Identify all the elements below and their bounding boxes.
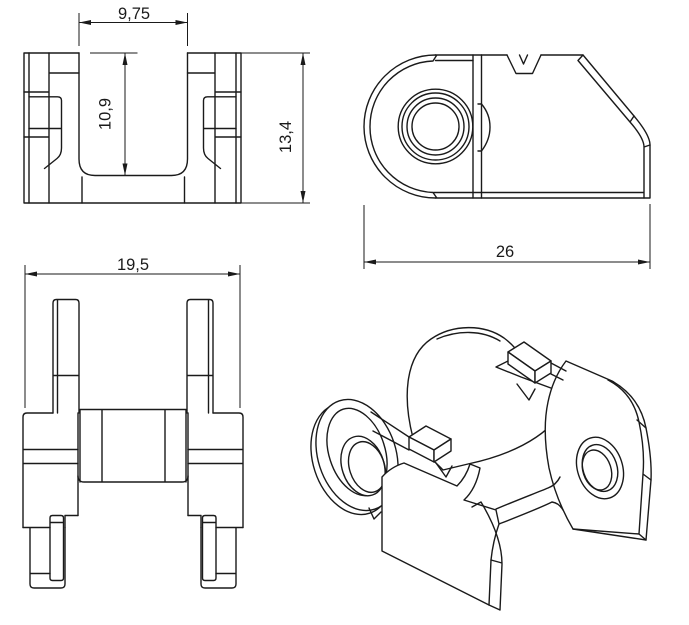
bore-circle-hole <box>411 102 460 151</box>
front-right-latch <box>202 96 237 170</box>
dim-slot-depth-label: 10,9 <box>97 98 115 130</box>
top-left-step <box>64 514 79 529</box>
iso-front-snap-tab <box>408 425 453 478</box>
dimension-height: 13,4 <box>241 52 310 204</box>
side-lobe-inner-arc <box>369 54 438 199</box>
bore-circle-ring <box>401 92 470 161</box>
top-right-tab <box>201 514 217 582</box>
iso-back-snap-tab <box>507 341 567 401</box>
top-left-flange <box>22 412 79 529</box>
top-right-prong <box>186 298 214 414</box>
iso-back-plate-edge-line <box>436 331 501 342</box>
dim-slot-width-label: 9,75 <box>118 5 150 23</box>
dimension-slot-depth: 10,9 <box>90 52 138 176</box>
top-leg-edges <box>77 412 189 517</box>
iso-right-eye <box>575 436 625 500</box>
dimension-width: 19,5 <box>24 256 241 408</box>
bore-circle-outer <box>397 88 474 165</box>
front-slot <box>78 52 189 177</box>
side-body-outline <box>434 54 651 199</box>
top-left-prong <box>52 298 80 414</box>
dim-width-label: 19,5 <box>117 256 149 274</box>
front-view: 9,75 10,9 13,4 <box>23 5 310 204</box>
side-junction-lines <box>472 54 483 199</box>
iso-left-bore-depth <box>347 440 387 494</box>
iso-front-plate-band <box>471 501 503 611</box>
top-left-foot <box>22 526 66 589</box>
top-right-step <box>187 514 202 529</box>
side-view: 26 <box>363 54 651 269</box>
side-inner-edges <box>433 54 651 199</box>
dim-height-label: 13,4 <box>277 121 295 153</box>
top-left-tab <box>49 514 65 582</box>
iso-strap <box>370 411 410 451</box>
isometric-view <box>310 326 652 611</box>
dimension-slot-width: 9,75 <box>78 5 188 46</box>
top-right-foot <box>200 526 244 589</box>
dimension-length: 26 <box>363 204 651 269</box>
iso-right-plate-band <box>572 379 652 541</box>
top-center-block <box>77 408 189 483</box>
front-outline <box>23 52 242 204</box>
side-notch <box>506 54 542 75</box>
iso-right-bore-depth <box>581 449 613 491</box>
iso-connecting-bar <box>495 476 564 525</box>
bore-circle-inner-ring <box>406 97 465 156</box>
iso-left-eye-notch <box>368 507 382 520</box>
side-lobe-outer-arc <box>363 54 437 199</box>
side-boss-bump <box>477 103 491 152</box>
top-view: 19,5 <box>22 256 244 589</box>
dim-length-label: 26 <box>496 243 514 261</box>
iso-front-plate <box>381 462 500 606</box>
top-right-flange <box>187 412 244 529</box>
front-slot-stem <box>81 176 186 204</box>
front-left-latch <box>28 96 63 170</box>
